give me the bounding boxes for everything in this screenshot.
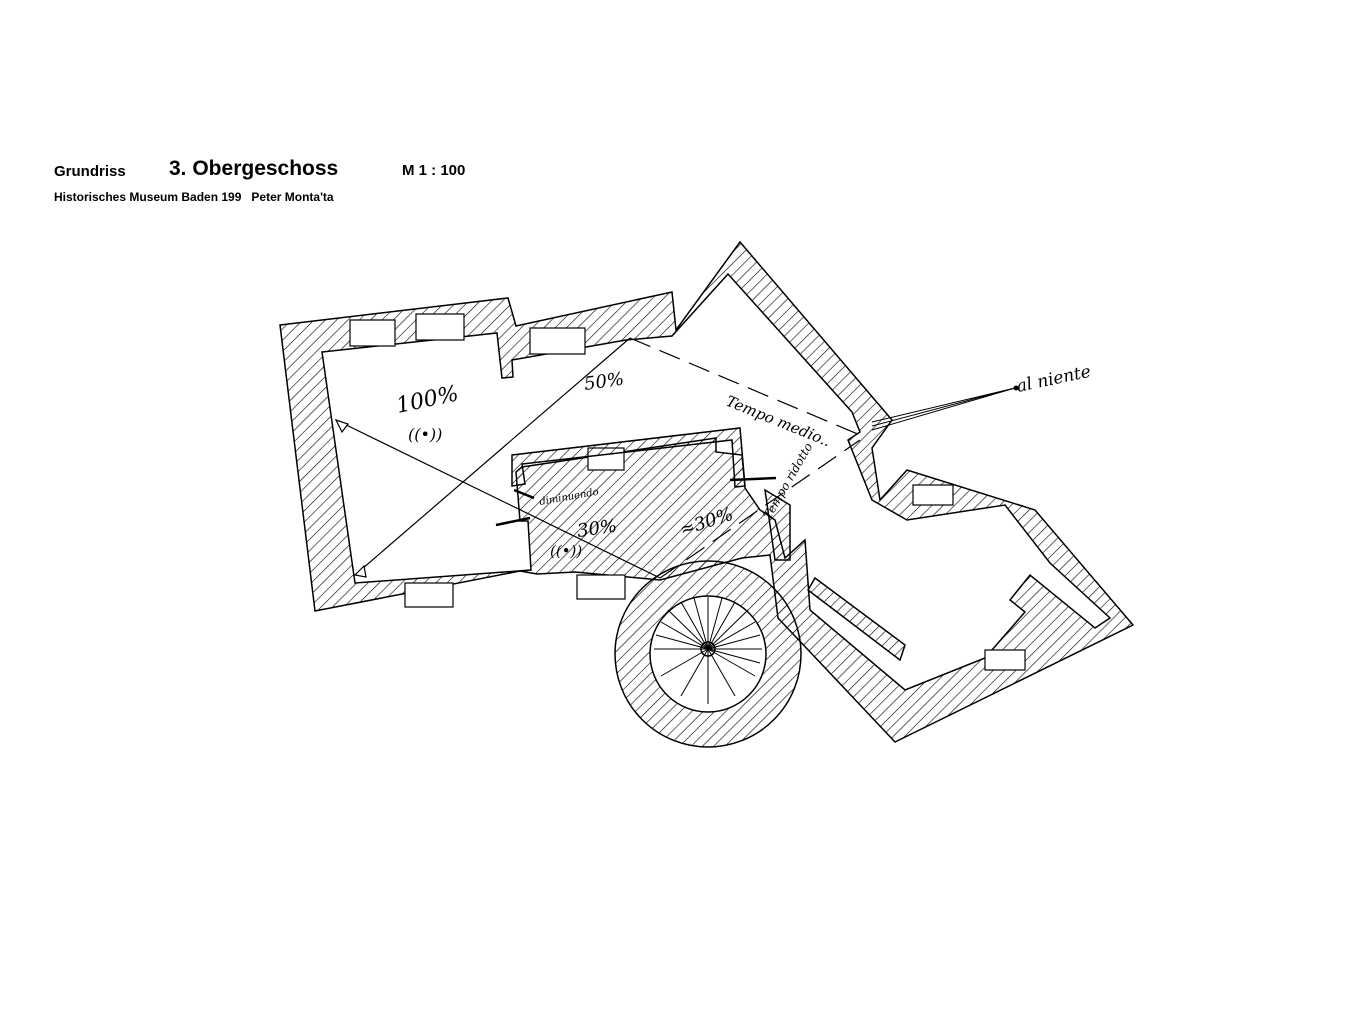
inner-partition [511, 427, 906, 662]
al-niente-note: al niente [1015, 362, 1093, 397]
stair-steps [654, 597, 762, 704]
window-openings [349, 313, 1026, 671]
floor-title: 3. Obergeschoss [169, 157, 339, 180]
speaker-icon-30: ((•)) [550, 542, 582, 560]
level-50-label: 50% [583, 369, 626, 395]
left-hall-walls [279, 240, 1135, 743]
drawing-type-label: Grundriss [54, 163, 126, 180]
project-subtitle: Historisches Museum Baden 199 Peter Mont… [54, 190, 334, 204]
scale-label: M 1 : 100 [402, 162, 466, 179]
sound-paths [334, 337, 1016, 579]
stair-tower [614, 560, 802, 748]
title-block: Grundriss 3. Obergeschoss M 1 : 100 Hist… [54, 156, 534, 216]
level-100-label: 100% [394, 381, 461, 419]
speaker-icon-100: ((•)) [408, 425, 442, 444]
vanishing-point-dot [1013, 385, 1019, 391]
